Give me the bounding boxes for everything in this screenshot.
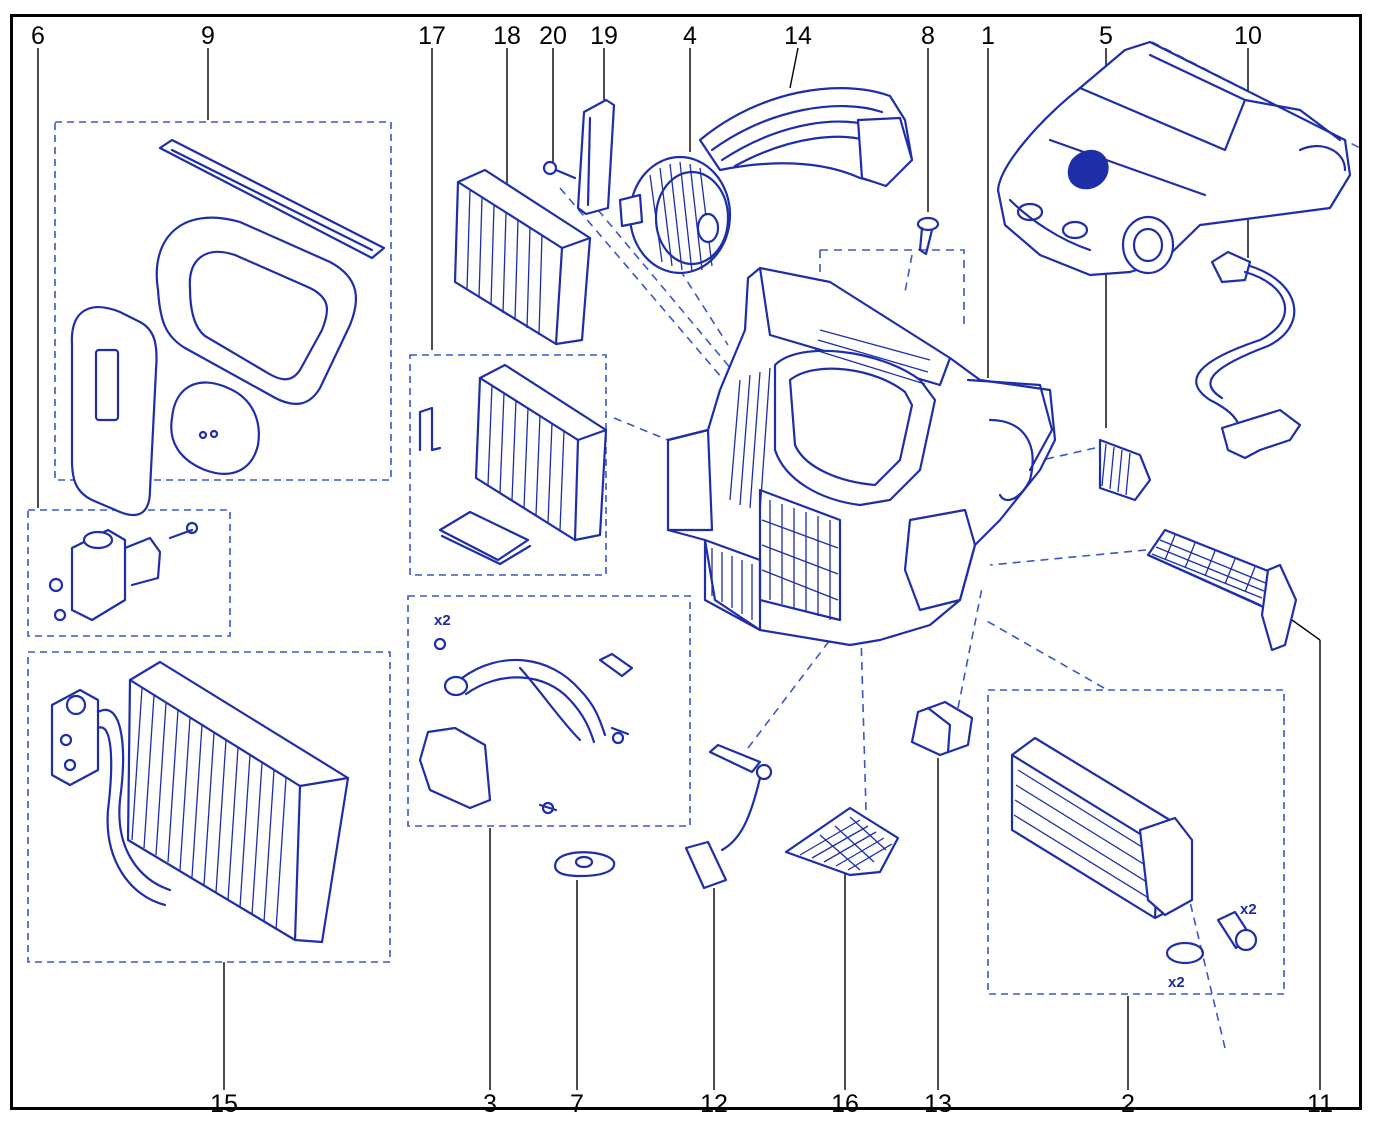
part-10-wiring-harness xyxy=(1195,250,1302,460)
callout-20: 20 xyxy=(539,22,567,50)
callout-4: 4 xyxy=(683,22,697,50)
callout-1: 1 xyxy=(981,22,995,50)
part-6-expansion-valve xyxy=(48,521,199,622)
quantity-label-part-2-seal: x2 xyxy=(1168,974,1185,991)
part-3-heater-pipes xyxy=(418,637,634,815)
leader-lines xyxy=(37,47,1321,1090)
part-1-heater-housing xyxy=(666,266,1057,647)
callout-14: 14 xyxy=(784,22,812,50)
callout-15: 15 xyxy=(210,1090,238,1118)
callout-17: 17 xyxy=(418,22,446,50)
part-15-evaporator xyxy=(50,660,350,944)
quantity-label-part-2-screw: x2 xyxy=(1240,901,1257,918)
part-8-screw xyxy=(916,216,940,256)
callout-2: 2 xyxy=(1121,1090,1135,1118)
quantity-label-part-3: x2 xyxy=(434,612,451,629)
part-2-heater-core xyxy=(1010,736,1258,965)
callout-3: 3 xyxy=(483,1090,497,1118)
callout-8: 8 xyxy=(921,22,935,50)
callout-6: 6 xyxy=(31,22,45,50)
callout-10: 10 xyxy=(1234,22,1262,50)
part-5-resistor xyxy=(1098,438,1152,502)
callout-19: 19 xyxy=(590,22,618,50)
callout-11: 11 xyxy=(1307,1090,1333,1118)
part-7-seal xyxy=(554,851,616,878)
part-11-heating-element xyxy=(1146,528,1298,652)
callout-16: 16 xyxy=(831,1090,859,1118)
part-12-sensor xyxy=(684,743,773,890)
vehicle-thumbnail xyxy=(996,40,1352,277)
part-4-blower-fan xyxy=(618,155,732,275)
part-19-flap-and-20-screw xyxy=(542,98,616,216)
callout-13: 13 xyxy=(924,1090,952,1118)
part-16-grille xyxy=(784,806,900,877)
callout-7: 7 xyxy=(570,1090,584,1118)
callout-5: 5 xyxy=(1099,22,1113,50)
part-13-actuator xyxy=(910,700,974,757)
part-9-seal-kit xyxy=(70,138,386,517)
callout-12: 12 xyxy=(700,1090,728,1118)
part-14-air-duct xyxy=(698,87,914,188)
callout-9: 9 xyxy=(201,22,215,50)
part-17-filter-kit xyxy=(418,363,608,566)
part-18-cabin-filter xyxy=(453,168,592,346)
callout-18: 18 xyxy=(493,22,521,50)
